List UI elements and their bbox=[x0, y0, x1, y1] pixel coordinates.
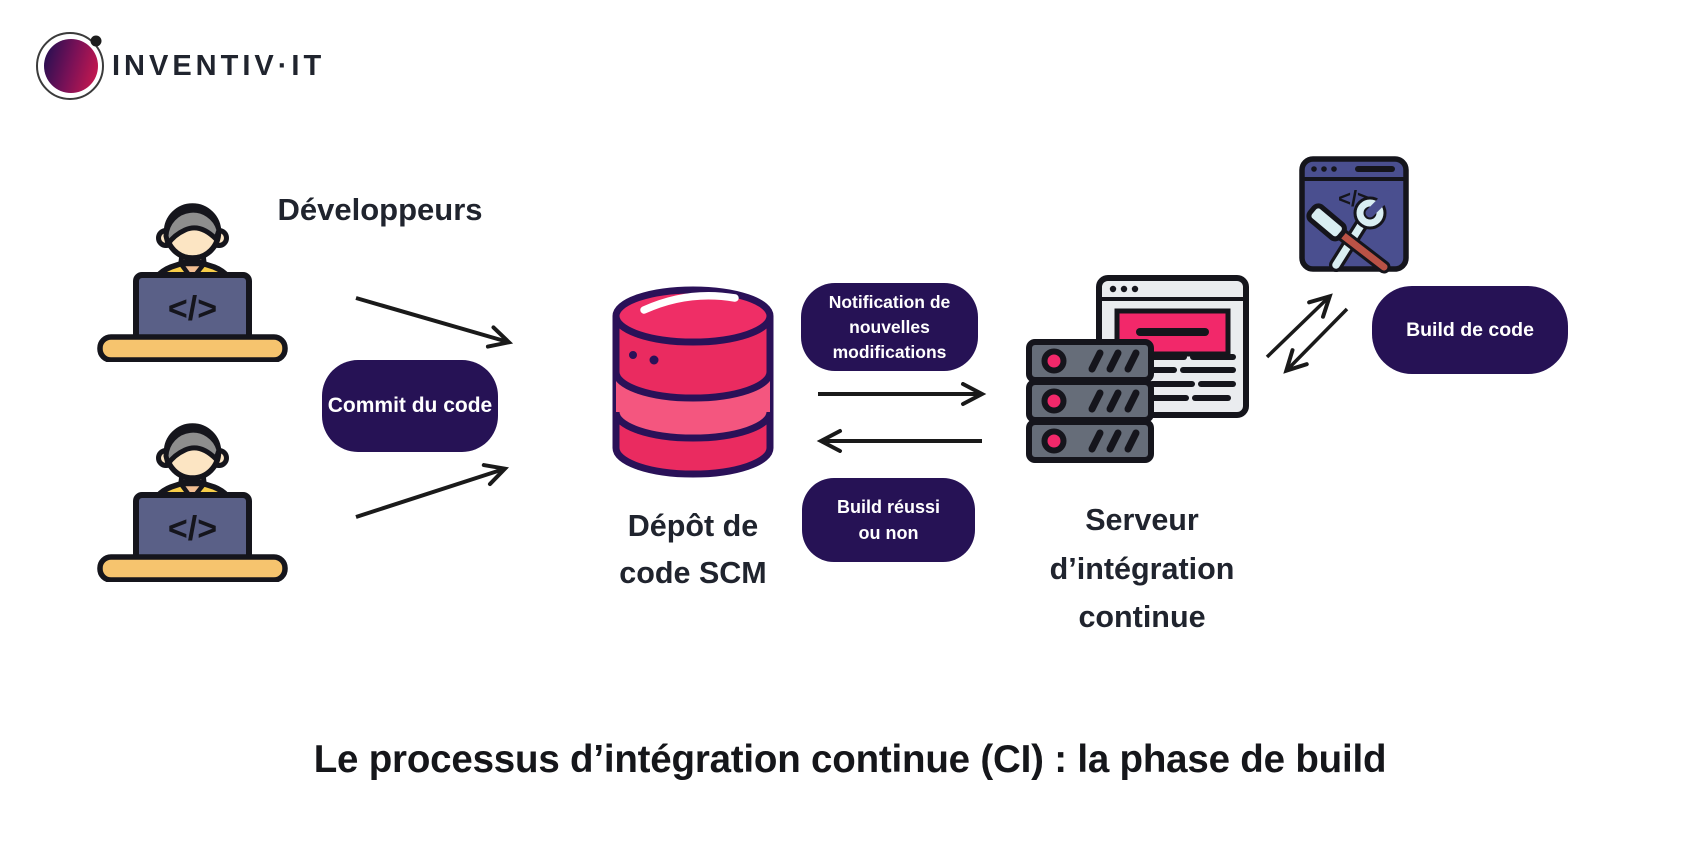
build-window-dot bbox=[1321, 166, 1327, 172]
logo-orbit-dot bbox=[90, 35, 102, 47]
hammer-icon bbox=[1306, 203, 1391, 274]
build-window-dot bbox=[1331, 166, 1337, 172]
build-result-badge: Build réussi ou non bbox=[802, 478, 975, 562]
database-separator-top bbox=[612, 371, 774, 402]
database-highlight bbox=[640, 291, 739, 314]
database-separator-bottom bbox=[612, 411, 774, 442]
developer-collar bbox=[178, 261, 207, 282]
server-rack bbox=[1026, 339, 1154, 463]
developer-hair bbox=[163, 427, 222, 467]
browser-dot bbox=[1120, 285, 1128, 293]
notification-badge-line1: Notification de bbox=[828, 291, 951, 312]
inventiv-it-logo-icon bbox=[36, 32, 104, 100]
commit-badge-label: Commit du code bbox=[327, 394, 493, 417]
notification-badge-line2: nouvelles bbox=[849, 316, 930, 337]
build-code-badge: Build de code bbox=[1372, 286, 1568, 374]
ci-server-label-line3: continue bbox=[1078, 600, 1206, 634]
database-dot bbox=[629, 351, 637, 359]
scm-database-icon bbox=[612, 286, 774, 478]
logo-sphere bbox=[44, 39, 98, 93]
page-title: Le processus d’intégration continue (CI)… bbox=[313, 738, 1387, 781]
ci-server-icon bbox=[1026, 275, 1249, 463]
build-result-line1: Build réussi bbox=[836, 497, 941, 517]
server-led bbox=[1041, 428, 1067, 454]
arrow-server-to-build bbox=[1265, 293, 1333, 359]
server-led bbox=[1041, 388, 1067, 414]
developer-desk bbox=[97, 334, 288, 362]
build-tools-icon: </> bbox=[1299, 156, 1409, 274]
server-vents bbox=[1088, 349, 1140, 453]
server-led bbox=[1041, 348, 1067, 374]
developers-label: Développeurs bbox=[277, 192, 483, 227]
developer-collar bbox=[178, 481, 207, 502]
arrow-dev1-to-scm bbox=[355, 296, 514, 349]
database-middle-band bbox=[616, 372, 770, 438]
notification-badge-line3: modifications bbox=[832, 341, 947, 362]
browser-dot bbox=[1131, 285, 1139, 293]
database-dot bbox=[649, 355, 659, 365]
browser-dot bbox=[1109, 285, 1117, 293]
laptop-code-icon: </> bbox=[168, 290, 217, 328]
scm-label-line2: code SCM bbox=[619, 556, 767, 590]
ci-server-label-line2: d’intégration bbox=[1049, 551, 1235, 586]
laptop-code-icon: </> bbox=[168, 510, 217, 548]
commit-badge: Commit du code bbox=[322, 360, 498, 452]
arrow-build-to-server bbox=[1283, 307, 1349, 374]
developer-icon: </> bbox=[97, 203, 288, 362]
developer-hair bbox=[163, 207, 222, 247]
build-result-line2: ou non bbox=[858, 523, 919, 543]
arrow-dev2-to-scm bbox=[355, 463, 510, 519]
ci-server-label-line1: Serveur bbox=[1085, 503, 1199, 537]
notification-badge: Notification de nouvelles modifications bbox=[801, 283, 978, 371]
logo-orbit-ring bbox=[36, 32, 104, 100]
developer-icon: </> bbox=[97, 423, 288, 582]
logo-brand-text: INVENTIV·IT bbox=[112, 50, 326, 82]
scm-label-line1: Dépôt de bbox=[627, 509, 759, 543]
ci-server-label: Serveur d’intégration continue bbox=[1013, 496, 1271, 642]
build-code-badge-label: Build de code bbox=[1406, 318, 1534, 341]
scm-label: Dépôt de code SCM bbox=[576, 503, 810, 597]
developer-desk bbox=[97, 554, 288, 582]
build-window-dot bbox=[1311, 166, 1317, 172]
